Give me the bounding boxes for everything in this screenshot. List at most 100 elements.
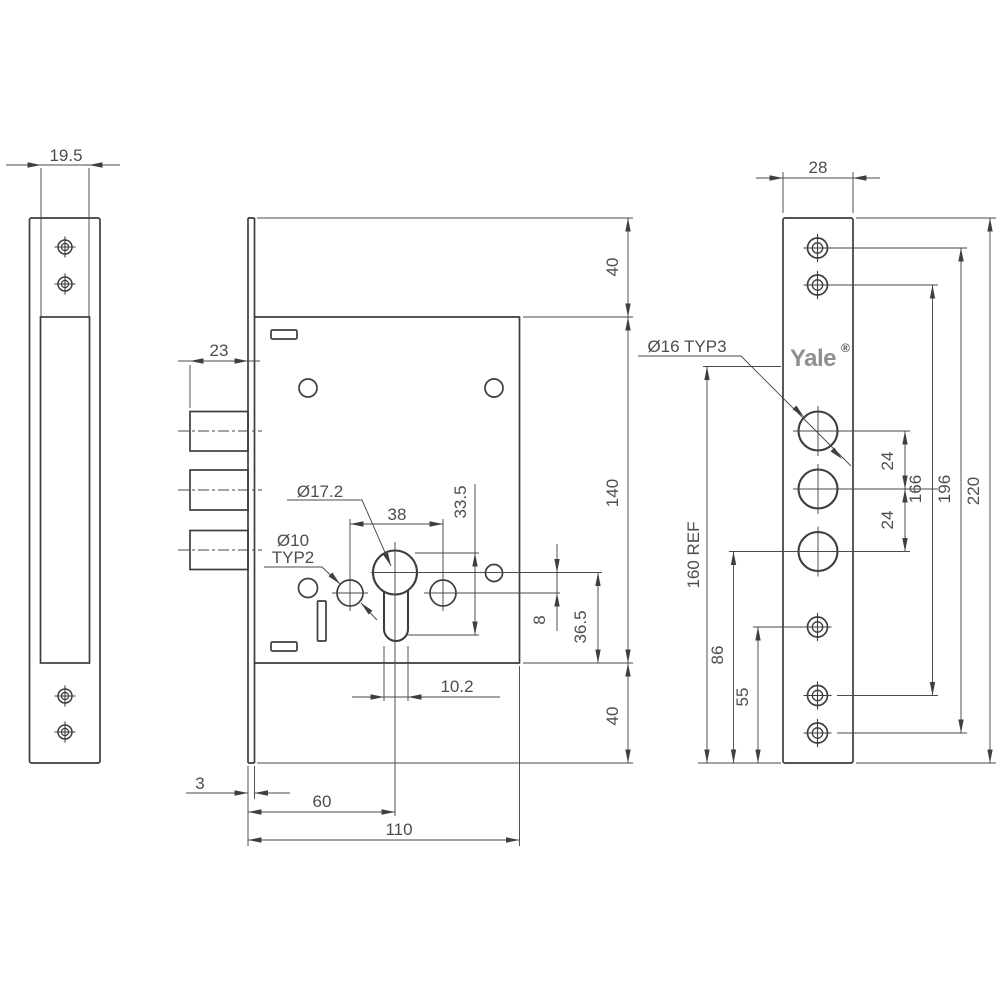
registered-trademark-icon: ® — [841, 341, 850, 355]
dim-arrow — [929, 682, 936, 696]
cylinder-leader — [287, 499, 392, 567]
dim-arrow — [987, 218, 993, 232]
deadbolt-leader — [638, 355, 852, 467]
case-hole — [484, 563, 504, 583]
leader-arrow — [328, 572, 342, 586]
forend-hole-pattern-view: Yale ® 28 — [638, 158, 996, 764]
dim-arrow — [958, 719, 964, 733]
case-dim-lines — [178, 217, 633, 846]
cylinder-centerlines — [371, 542, 602, 816]
dim-arrow — [506, 837, 520, 843]
leader-arrow — [792, 405, 806, 419]
case-body — [254, 316, 521, 664]
dim-span-166: 166 — [906, 475, 925, 503]
dim-arrow — [370, 694, 384, 700]
dim-arrow — [730, 749, 737, 763]
dim-arrow — [625, 649, 631, 663]
dim-arrow — [853, 175, 867, 181]
dim-arrow — [625, 317, 631, 331]
screw-hole-icon — [53, 720, 77, 744]
screw-hole-icon — [53, 235, 77, 259]
cylinder-keyway — [382, 590, 410, 643]
dim-typ2-label: TYP2 — [272, 548, 315, 567]
dim-arrow — [248, 809, 262, 815]
dim-typ2-diameter: Ø10 — [277, 531, 309, 550]
screw-hole-icon — [802, 233, 833, 263]
dim-arrow — [902, 431, 908, 445]
dim-arrow — [234, 358, 248, 364]
dim-deadbolt-diameter: Ø16 TYP3 — [647, 337, 726, 356]
faceplate-edge — [247, 217, 256, 764]
dim-arrow — [595, 572, 601, 586]
dim-arrow — [234, 790, 248, 796]
dim-cylinder-from-bottom: 36.5 — [571, 610, 590, 643]
screw-hole-icon — [53, 684, 77, 708]
dim-arrow — [769, 175, 783, 181]
leader-arrow — [383, 552, 394, 568]
screw-hole-icon — [53, 272, 77, 296]
dim-arrow — [730, 551, 737, 565]
case-slot-top — [270, 329, 298, 340]
typ2-leader — [264, 566, 378, 621]
dim-arrow — [472, 553, 478, 567]
dim-arrow — [755, 749, 761, 763]
case-hole — [484, 378, 504, 398]
dim-slot-width: 10.2 — [440, 677, 473, 696]
leader-arrow — [359, 601, 373, 615]
dim-backset: 60 — [313, 792, 332, 811]
dim-arrow — [595, 649, 601, 663]
dim-bolt3-height: 86 — [708, 646, 727, 665]
bolt-centerlines — [178, 430, 262, 551]
dim-arrow — [381, 809, 395, 815]
dim-bolt-pitch-lower: 24 — [878, 511, 897, 530]
dim-plate-width: 28 — [809, 158, 828, 177]
dim-screw-height: 55 — [733, 688, 752, 707]
dim-arrow — [350, 521, 364, 527]
dim-arrow — [929, 285, 936, 299]
dim-case-height: 140 — [603, 479, 622, 507]
dim-arrow — [254, 790, 268, 796]
forend-inner-plate — [39, 316, 91, 664]
dim-cylinder-diameter: Ø17.2 — [297, 482, 343, 501]
dim-plate-height: 220 — [964, 477, 983, 505]
dim-arrow — [554, 593, 560, 607]
dim-span-196: 196 — [935, 475, 954, 503]
case-slot-vertical — [316, 600, 327, 642]
dim-arrow — [625, 303, 631, 317]
dim-arrow — [704, 366, 710, 380]
dim-bolt-pitch-upper: 24 — [878, 452, 897, 471]
forend-front-view: 19.5 — [6, 146, 120, 764]
forend-plate — [782, 217, 854, 764]
case-hole — [297, 577, 319, 599]
dim-arrow — [755, 627, 761, 641]
dim-arrow — [248, 837, 262, 843]
screw-hole-icon — [802, 612, 833, 642]
dim-offset-8: 8 — [530, 615, 549, 624]
dim-arrow — [902, 538, 908, 552]
dim-arrow — [27, 162, 41, 168]
dim-forend-width: 19.5 — [49, 146, 82, 165]
dim-bottom-margin: 40 — [603, 707, 622, 726]
dim-arrow — [472, 621, 478, 635]
deadbolt-hole-crosshairs — [793, 406, 843, 577]
forend-outer-plate — [28, 217, 101, 764]
dim-arrow — [190, 358, 204, 364]
screw-hole-icon — [802, 680, 833, 711]
screw-hole-icon — [802, 718, 833, 748]
dim-arrow — [625, 218, 631, 232]
dim-case-depth: 110 — [385, 820, 412, 839]
dim-hole-spacing: 38 — [388, 505, 407, 524]
dim-arrow — [987, 749, 993, 763]
dim-ref-height: 160 REF — [684, 521, 703, 588]
dim-top-margin: 40 — [603, 258, 622, 277]
dim-arrow — [408, 694, 422, 700]
dim-arrow — [554, 559, 560, 573]
lock-case-side-view: 23 Ø17.2 Ø10 TYP2 38 33.5 8 36.5 40 140 … — [178, 217, 633, 846]
screw-hole-icon — [802, 270, 833, 300]
case-slot-bottom — [270, 641, 298, 652]
dim-forend-thickness: 3 — [195, 774, 204, 793]
dim-arrow — [429, 521, 443, 527]
dim-arrow — [704, 749, 710, 763]
dim-slot-height: 33.5 — [451, 485, 470, 518]
